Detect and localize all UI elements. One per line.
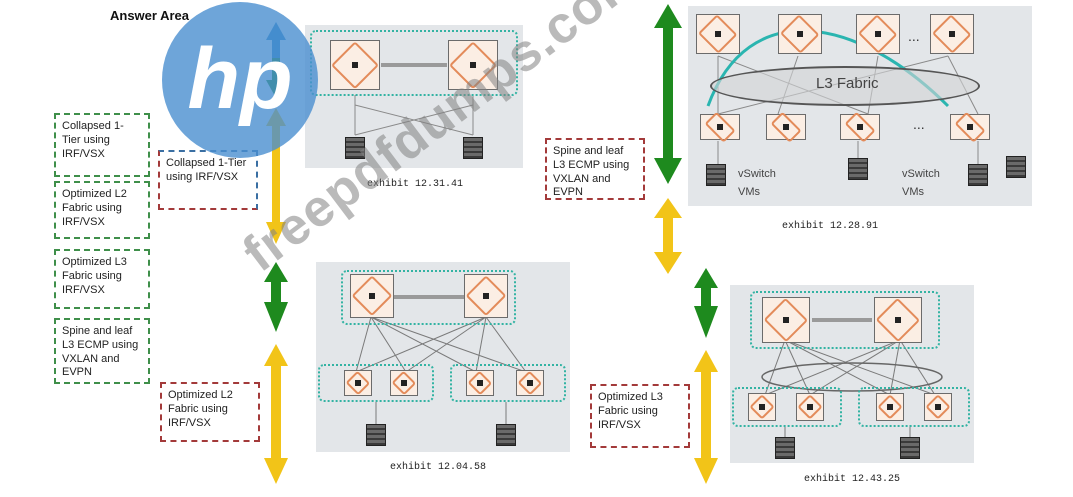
server-icon [900, 437, 920, 459]
leaf-switch [840, 111, 880, 143]
leaf-switch [924, 393, 952, 421]
spine-switch [856, 14, 900, 54]
exhibit-2-diagram [316, 262, 570, 452]
server-icon [366, 424, 386, 446]
vswitch-text: vSwitch [738, 168, 776, 180]
option-optimized-l2[interactable]: Optimized L2 Fabric using IRF/VSX [54, 181, 150, 239]
leaf-switch [950, 111, 990, 143]
leaf-cluster-right [858, 387, 970, 427]
vswitch-right-label: vSwitch VMs [902, 166, 940, 201]
option-label: Optimized L2 Fabric using IRF/VSX [62, 188, 127, 228]
ellipsis-bottom: ... [913, 116, 925, 132]
option-spine-and-leaf[interactable]: Spine and leaf L3 ECMP using VXLAN and E… [54, 318, 150, 384]
answer-label: Optimized L2 Fabric using IRF/VSX [168, 389, 233, 429]
yellow-double-arrow [264, 344, 288, 484]
green-double-arrow [694, 268, 718, 338]
option-collapsed-1-tier[interactable]: Collapsed 1-Tier using IRF/VSX [54, 113, 150, 177]
drop-target-exhibit-4[interactable]: Optimized L3 Fabric using IRF/VSX [590, 384, 690, 448]
green-double-arrow [654, 4, 682, 184]
spine-switch [930, 14, 974, 54]
exhibit-3-diagram: ... L3 Fabric ... vSwitch VMs vSwitch VM… [688, 6, 1032, 206]
drop-target-exhibit-2[interactable]: Optimized L2 Fabric using IRF/VSX [160, 382, 260, 442]
vswitch-left-label: vSwitch VMs [738, 166, 776, 201]
vswitch-host-icon [706, 164, 726, 186]
exhibit-4-caption: exhibit 12.43.25 [804, 474, 901, 485]
exhibit-3-caption: exhibit 12.28.91 [782, 221, 879, 232]
leaf-cluster-left [732, 387, 842, 427]
server-icon [848, 158, 868, 180]
server-icon [463, 137, 483, 159]
exhibit-4-diagram [730, 285, 974, 463]
access-switch [390, 370, 418, 396]
leaf-switch [796, 393, 824, 421]
leaf-switch [766, 111, 806, 143]
answer-label: Spine and leaf L3 ECMP using VXLAN and E… [553, 145, 630, 199]
answer-label: Optimized L3 Fabric using IRF/VSX [598, 391, 663, 431]
server-icon [1006, 156, 1026, 178]
option-label: Spine and leaf L3 ECMP using VXLAN and E… [62, 325, 139, 379]
access-cluster-left [318, 364, 434, 402]
spine-cluster [341, 270, 516, 325]
yellow-double-arrow [694, 350, 718, 484]
spine-switch [778, 14, 822, 54]
vswitch-host-icon [968, 164, 988, 186]
exhibit-2-caption: exhibit 12.04.58 [390, 462, 487, 473]
spine-switch-left [350, 274, 394, 318]
spine-switch-right [874, 297, 922, 343]
server-icon [775, 437, 795, 459]
leaf-switch [748, 393, 776, 421]
access-switch [344, 370, 372, 396]
option-label: Collapsed 1-Tier using IRF/VSX [62, 120, 124, 160]
logo-text: hp [187, 31, 292, 127]
fabric-label: L3 Fabric [816, 75, 879, 92]
core-switch-left [330, 40, 380, 90]
option-label: Optimized L3 Fabric using IRF/VSX [62, 256, 127, 296]
core-switch-right [448, 40, 498, 90]
answer-label: Collapsed 1-Tier using IRF/VSX [166, 157, 247, 183]
leaf-switch [876, 393, 904, 421]
hp-logo: hp [160, 0, 320, 160]
access-switch [516, 370, 544, 396]
drop-target-exhibit-1[interactable]: Collapsed 1-Tier using IRF/VSX [158, 150, 258, 210]
vms-text: VMs [738, 185, 760, 198]
option-optimized-l3[interactable]: Optimized L3 Fabric using IRF/VSX [54, 249, 150, 309]
answer-area-title: Answer Area [110, 8, 189, 23]
exhibit-1-caption: exhibit 12.31.41 [367, 179, 464, 190]
server-icon [345, 137, 365, 159]
spine-switch-right [464, 274, 508, 318]
l3-fabric-ellipse [710, 66, 980, 106]
spine-switch-left [762, 297, 810, 343]
access-switch [466, 370, 494, 396]
leaf-switch [700, 111, 740, 143]
exhibit-1-diagram [305, 25, 523, 168]
spine-switch [696, 14, 740, 54]
vswitch-text: vSwitch [902, 168, 940, 180]
access-cluster-right [450, 364, 566, 402]
ellipsis-top: ... [908, 28, 920, 44]
server-icon [496, 424, 516, 446]
yellow-double-arrow [654, 198, 682, 274]
spine-cluster [750, 291, 940, 349]
drop-target-exhibit-3[interactable]: Spine and leaf L3 ECMP using VXLAN and E… [545, 138, 645, 200]
vms-text: VMs [902, 185, 924, 198]
